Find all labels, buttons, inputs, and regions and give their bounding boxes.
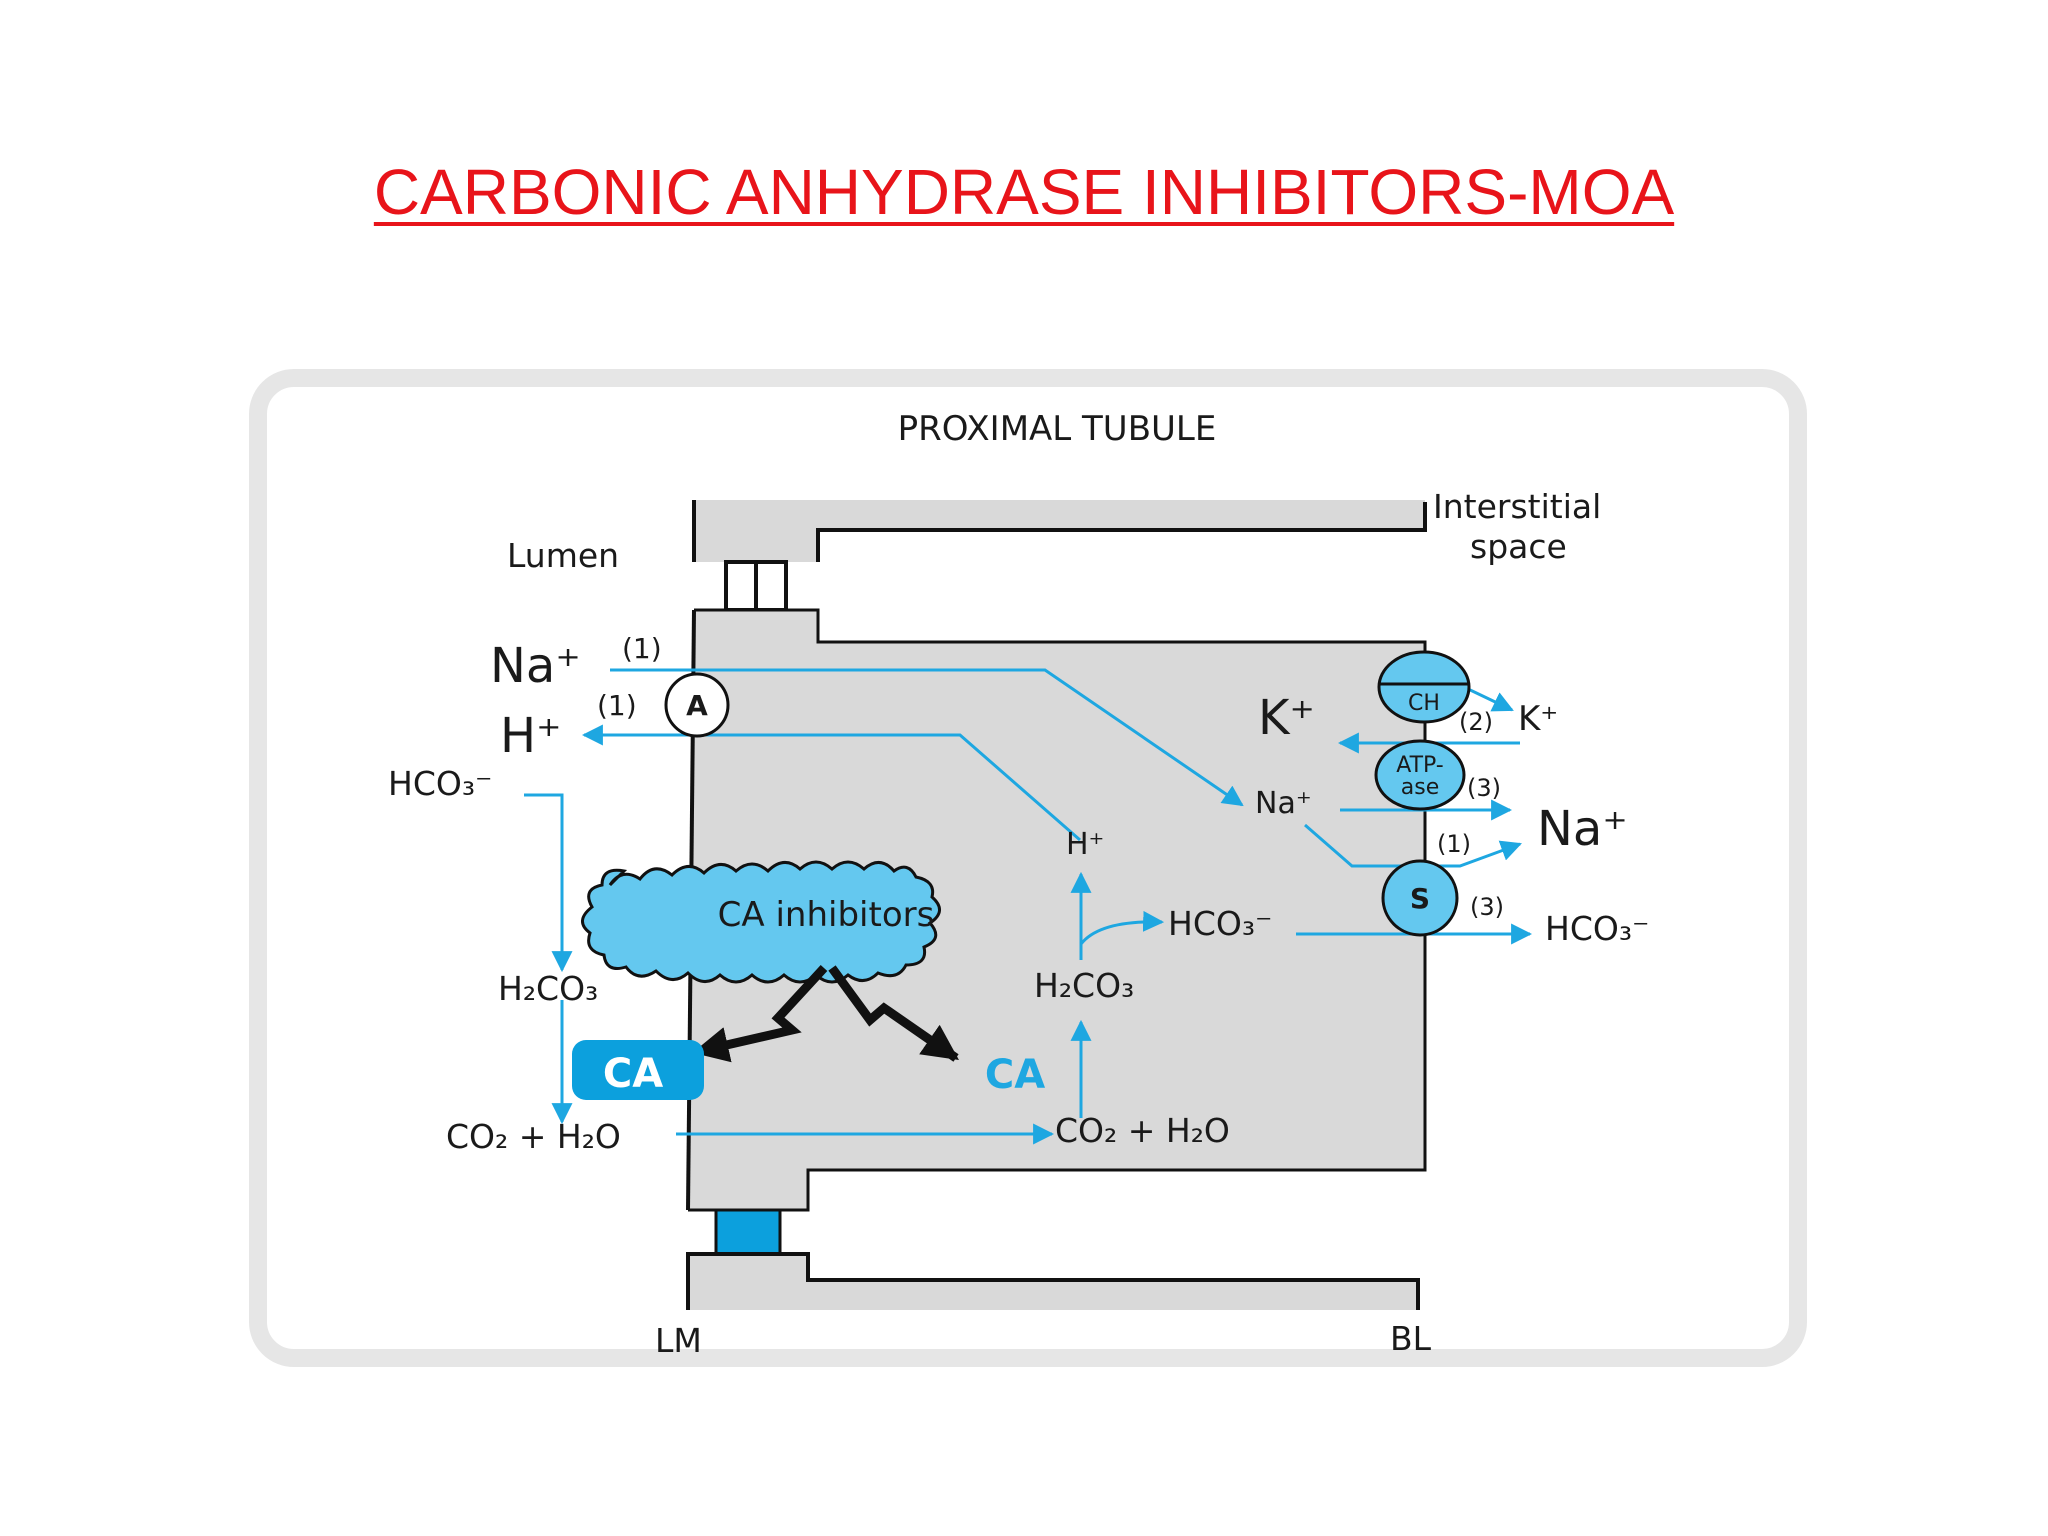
hco3-lumen: HCO₃⁻ (388, 764, 492, 803)
atpase-label-1: ATP- (1396, 753, 1444, 778)
symporter-s-label: S (1410, 882, 1430, 915)
symporter-s (1381, 859, 1459, 937)
label-1a: (1) (622, 632, 662, 665)
na-lumen: Na⁺ (490, 638, 581, 694)
h-lumen: H⁺ (500, 708, 561, 764)
diagram-heading: PROXIMAL TUBULE (898, 409, 1217, 449)
lm-label: LM (655, 1321, 702, 1360)
space-label: space (1470, 527, 1567, 566)
inhibition-arrows (692, 964, 959, 1063)
proximal-tubule-cell (688, 610, 1425, 1210)
ca-luminal-box (572, 1040, 704, 1100)
h2co3-cell: H₂CO₃ (1034, 966, 1134, 1005)
ca-inhibitors-label: CA inhibitors (718, 895, 935, 935)
antiporter-a-label: A (686, 689, 708, 722)
upper-cell-strip (694, 500, 1425, 562)
h-cell: H⁺ (1066, 827, 1104, 862)
label-1c: (1) (1437, 830, 1471, 858)
k-interstitial: K⁺ (1518, 699, 1558, 739)
k-channel (1377, 650, 1471, 724)
na-cell: Na⁺ (1255, 786, 1312, 821)
hco3-interstitial: HCO₃⁻ (1545, 909, 1649, 948)
label-3a: (3) (1467, 774, 1501, 802)
hco3-cell: HCO₃⁻ (1168, 904, 1272, 943)
atpase-pump (1374, 739, 1466, 811)
ca-luminal-label: CA (603, 1051, 663, 1097)
na-interstitial: Na⁺ (1537, 801, 1628, 857)
slide-title: CARBONIC ANHYDRASE INHIBITORS-MOA (373, 156, 1675, 228)
ch-label: CH (1408, 691, 1440, 716)
co2-h2o-cell: CO₂ + H₂O (1055, 1111, 1230, 1150)
lumen-label: Lumen (507, 536, 619, 575)
h2co3-lumen: H₂CO₃ (498, 969, 598, 1008)
co2-h2o-lumen: CO₂ + H₂O (446, 1117, 621, 1156)
label-3b: (3) (1470, 893, 1504, 921)
label-2: (2) (1459, 708, 1493, 736)
interstitial-label: Interstitial (1433, 487, 1601, 526)
bl-label: BL (1390, 1319, 1432, 1358)
ca-inhibitors-cloud (581, 860, 941, 984)
ca-cell-label: CA (985, 1052, 1045, 1098)
antiporter-a (664, 672, 730, 738)
tight-junction-bottom (714, 1208, 782, 1256)
k-cell: K⁺ (1258, 690, 1315, 746)
atpase-label-2: ase (1401, 775, 1439, 800)
label-1b: (1) (597, 689, 637, 722)
